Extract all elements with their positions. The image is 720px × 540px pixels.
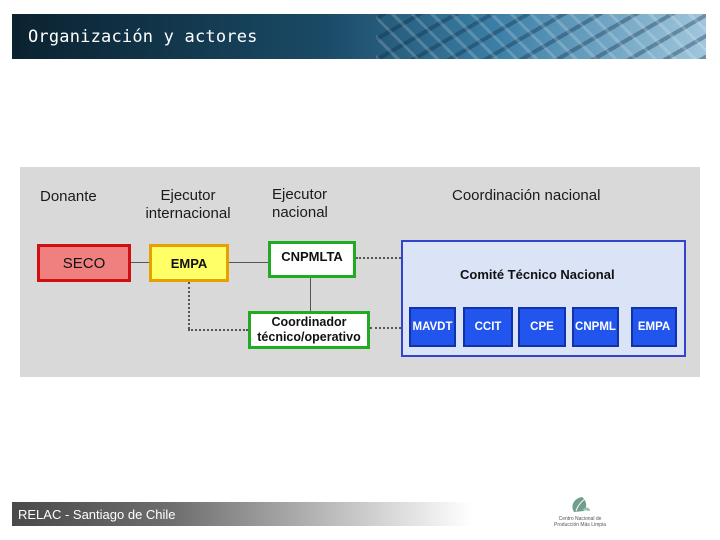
dotted-empa-down: [188, 282, 190, 329]
page-title: Organización y actores: [28, 27, 258, 47]
col-header-line: Ejecutor: [272, 186, 328, 203]
footer-text: RELAC - Santiago de Chile: [18, 507, 176, 522]
cnpmlta-box: CNPMLTA: [268, 241, 356, 278]
seco-label: SECO: [62, 254, 106, 272]
org-diagram: Donante Ejecutor internacional Ejecutor …: [20, 167, 700, 377]
col-header-donante: Donante: [40, 188, 97, 206]
recycle-leaf-icon: [572, 497, 590, 512]
empa-box: EMPA: [149, 244, 229, 282]
member-label: MAVDT: [412, 321, 453, 333]
seco-box: SECO: [37, 244, 131, 282]
cnpmlta-label: CNPMLTA: [281, 249, 343, 264]
coordinador-box: Coordinador técnico/operativo: [248, 311, 370, 349]
logo-text-line: Centro Nacional de: [558, 516, 602, 522]
dotted-to-coordinador: [188, 329, 248, 331]
col-header-ejecutor-nacional: Ejecutor nacional: [272, 186, 352, 222]
connector-cnpmlta-coordinador: [310, 278, 311, 311]
member-label: CCIT: [474, 321, 502, 333]
member-box-ccit: CCIT: [463, 307, 513, 347]
dotted-cnpmlta-comite: [356, 257, 401, 259]
dotted-coordinador-comite: [370, 327, 401, 329]
member-box-mavdt: MAVDT: [409, 307, 456, 347]
logo-text: Centro Nacional de Producción Más Limpia: [552, 516, 608, 528]
connector-empa-cnpmlta: [229, 262, 268, 263]
member-box-empa: EMPA: [631, 307, 677, 347]
col-header-ejecutor-internacional: Ejecutor internacional: [138, 187, 238, 223]
col-header-line: nacional: [272, 204, 328, 221]
member-box-cpe: CPE: [518, 307, 566, 347]
col-header-coordinacion-text: Coordinación nacional: [452, 187, 601, 204]
empa-label: EMPA: [170, 255, 208, 271]
col-header-line: internacional: [145, 205, 231, 222]
member-box-cnpml: CNPML: [572, 307, 619, 347]
footer-bar: RELAC - Santiago de Chile: [12, 502, 472, 526]
member-label: EMPA: [637, 321, 671, 333]
col-header-line: Ejecutor: [160, 187, 216, 204]
col-header-coordinacion-nacional: Coordinación nacional: [452, 187, 600, 205]
organization-logo: Centro Nacional de Producción Más Limpia: [552, 494, 608, 530]
member-label: CPE: [530, 321, 554, 333]
banner-pattern: [376, 14, 706, 59]
logo-text-line: Producción Más Limpia: [554, 522, 606, 528]
col-header-donante-text: Donante: [40, 188, 97, 205]
coordinador-line: técnico/operativo: [257, 330, 361, 344]
coordinador-line: Coordinador: [271, 315, 347, 329]
header-banner: Organización y actores: [12, 14, 706, 59]
comite-tecnico-label: Comité Técnico Nacional: [460, 267, 615, 282]
connector-seco-empa: [131, 262, 149, 263]
member-label: CNPML: [575, 321, 616, 333]
